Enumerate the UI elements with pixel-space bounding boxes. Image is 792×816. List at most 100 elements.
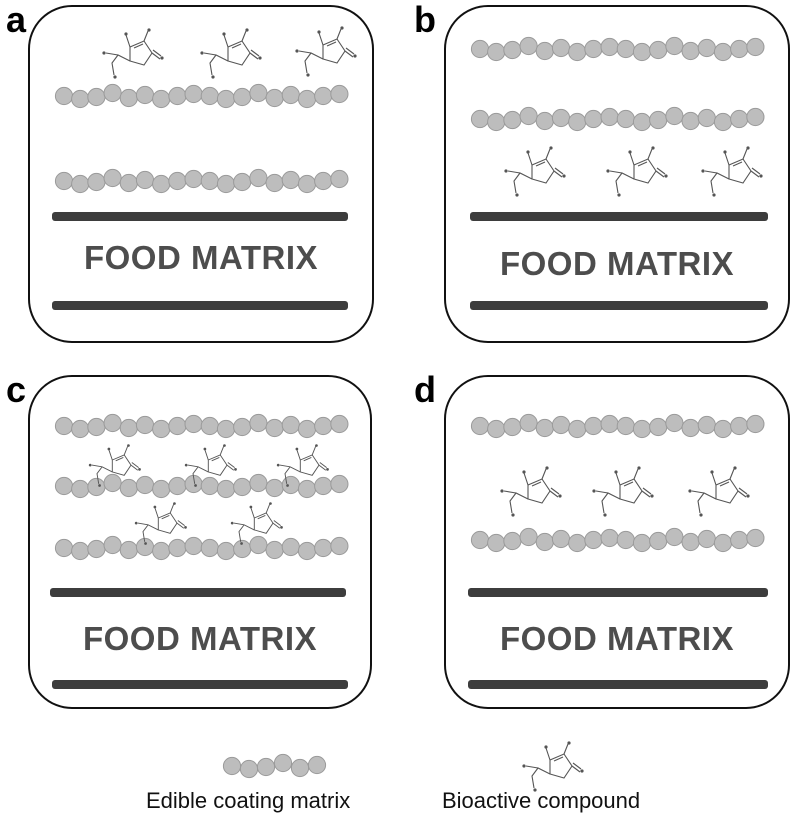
coating-bead [746, 414, 765, 434]
coating-bead [222, 756, 242, 776]
coating-bead [54, 538, 74, 558]
coating-bead [249, 473, 268, 493]
coating-bead [297, 174, 317, 194]
coating-bead [487, 419, 506, 439]
atom-dot [651, 146, 655, 150]
coating-bead [103, 413, 122, 433]
coating-bead [135, 475, 155, 495]
coating-bead [681, 111, 700, 131]
bioactive-compound-icon [688, 466, 750, 517]
atom-dot [712, 193, 716, 197]
coating-layer [54, 473, 349, 499]
coating-bead [551, 108, 571, 128]
coating-bead [119, 540, 138, 560]
coating-bead [503, 531, 522, 551]
coating-bead [730, 530, 749, 550]
coating-bead [135, 415, 155, 435]
legend-coating-symbol [222, 753, 327, 779]
coating-bead [519, 413, 538, 433]
food-matrix-label: FOOD MATRIX [499, 620, 735, 657]
bioactive-compound-icon [230, 502, 283, 545]
coating-bead [184, 169, 203, 189]
coating-bead [584, 416, 603, 436]
atom-dot [340, 26, 344, 30]
coating-bead [535, 418, 554, 438]
coating-bead [632, 112, 652, 132]
coating-bead [71, 174, 90, 194]
coating-bead [665, 106, 684, 126]
atom-dot [549, 146, 553, 150]
coating-bead [216, 541, 236, 561]
coating-bead [746, 528, 765, 548]
coating-bead [103, 83, 122, 103]
atom-dot [124, 32, 128, 36]
coating-bead [649, 40, 668, 60]
coating-bead [265, 478, 284, 498]
bioactive-compound-icon [102, 28, 164, 79]
coating-bead [87, 477, 106, 497]
coating-bead [551, 38, 571, 58]
food-matrix-bottom-bar [468, 680, 768, 689]
atom-dot [173, 502, 176, 505]
coating-bead [649, 531, 668, 551]
coating-bead [470, 39, 490, 59]
coating-bead [216, 174, 236, 194]
coating-bead [119, 478, 138, 498]
coating-bead [314, 416, 333, 436]
coating-bead [135, 85, 155, 105]
atom-dot [211, 75, 215, 79]
coating-bead [568, 533, 587, 553]
coating-bead [314, 476, 333, 496]
coating-bead [584, 530, 603, 550]
coating-bead [168, 171, 187, 191]
coating-bead [551, 529, 571, 549]
coating-bead [103, 473, 122, 493]
atom-dot [153, 505, 157, 509]
coating-bead [330, 414, 349, 434]
coating-bead [87, 87, 106, 107]
coating-bead [103, 168, 122, 188]
coating-layer [470, 106, 765, 132]
atom-dot [617, 193, 621, 197]
coating-bead [216, 419, 236, 439]
coating-bead [135, 170, 155, 190]
coating-bead [535, 41, 554, 61]
coating-bead [233, 417, 252, 437]
panel-label-a: a [6, 0, 27, 40]
coating-bead [314, 171, 333, 191]
coating-bead [119, 88, 138, 108]
coating-layer [470, 36, 765, 62]
atom-dot [230, 521, 234, 525]
coating-bead [256, 757, 276, 777]
panel-d-drawing [468, 413, 768, 689]
coating-bead [200, 476, 219, 496]
food-matrix-label: FOOD MATRIX [82, 620, 318, 657]
coating-bead [184, 414, 203, 434]
coating-bead [239, 759, 259, 779]
coating-bead [168, 538, 187, 558]
coating-layer [222, 753, 327, 779]
bioactive-compound-icon [276, 444, 329, 487]
coating-bead [584, 39, 603, 59]
atom-dot [222, 32, 226, 36]
panel-b: FOOD MATRIX [444, 5, 790, 343]
coating-bead [281, 415, 300, 435]
coating-bead [487, 42, 506, 62]
coating-bead [184, 84, 203, 104]
coating-bead [200, 171, 219, 191]
atom-dot [306, 73, 310, 77]
coating-bead [584, 109, 603, 129]
coating-bead [307, 755, 327, 775]
coating-bead [632, 533, 652, 553]
coating-bead [297, 419, 317, 439]
coating-bead [551, 415, 571, 435]
panel-label-c: c [6, 369, 27, 410]
food-matrix-label: FOOD MATRIX [499, 245, 735, 282]
coating-bead [168, 476, 187, 496]
bioactive-compound-icon [500, 466, 562, 517]
coating-bead [649, 417, 668, 437]
coating-bead [119, 418, 138, 438]
panel-c-drawing [50, 413, 349, 689]
coating-bead [616, 109, 635, 129]
coating-bead [265, 540, 284, 560]
